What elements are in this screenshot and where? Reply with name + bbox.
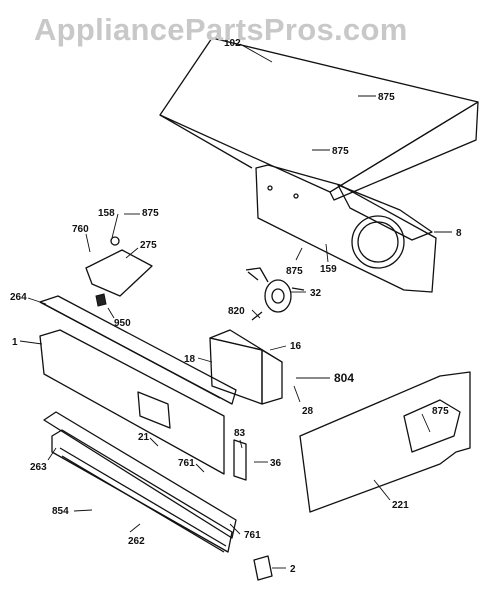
spacer-83 bbox=[233, 439, 247, 481]
callout-875: 875 bbox=[432, 406, 449, 417]
callout-875: 875 bbox=[332, 146, 349, 157]
leader-lines bbox=[19, 43, 452, 569]
fan-motor-assembly bbox=[245, 267, 305, 321]
callout-264: 264 bbox=[10, 292, 27, 303]
top-trim-strip bbox=[39, 295, 237, 405]
callout-1: 1 bbox=[12, 337, 18, 348]
callout-275: 275 bbox=[140, 240, 157, 251]
foot-2 bbox=[253, 555, 273, 581]
control-panel bbox=[39, 329, 225, 475]
callout-950: 950 bbox=[114, 318, 131, 329]
lower-vent-assembly bbox=[43, 411, 237, 553]
callout-18: 18 bbox=[184, 354, 196, 365]
callout-2: 2 bbox=[290, 564, 296, 575]
callout-761: 761 bbox=[244, 530, 261, 541]
control-board bbox=[209, 329, 283, 405]
callout-221: 221 bbox=[392, 500, 409, 511]
callout-875: 875 bbox=[378, 92, 395, 103]
callout-761: 761 bbox=[178, 458, 195, 469]
callout-21: 21 bbox=[138, 432, 150, 443]
callout-labels: 102 875 875 158 875 760 275 264 950 1 87… bbox=[10, 38, 462, 575]
top-cover-panel bbox=[159, 37, 479, 201]
bracket-plate bbox=[85, 249, 153, 297]
callout-820: 820 bbox=[228, 306, 245, 317]
callout-16: 16 bbox=[290, 341, 302, 352]
callout-760: 760 bbox=[72, 224, 89, 235]
callout-875: 875 bbox=[142, 208, 159, 219]
callout-102: 102 bbox=[224, 38, 241, 49]
callout-854: 854 bbox=[52, 506, 69, 517]
callout-36: 36 bbox=[270, 458, 282, 469]
callout-28: 28 bbox=[302, 406, 314, 417]
callout-32: 32 bbox=[310, 288, 322, 299]
side-bracket bbox=[299, 371, 471, 513]
callout-804: 804 bbox=[334, 371, 354, 385]
callout-263: 263 bbox=[30, 462, 47, 473]
callout-83: 83 bbox=[234, 428, 246, 439]
back-panel bbox=[255, 164, 437, 293]
callout-262: 262 bbox=[128, 536, 145, 547]
knob-950 bbox=[95, 293, 107, 307]
callout-8: 8 bbox=[456, 228, 462, 239]
callout-159: 159 bbox=[320, 264, 337, 275]
switch-158 bbox=[110, 236, 120, 246]
callout-158: 158 bbox=[98, 208, 115, 219]
callout-875: 875 bbox=[286, 266, 303, 277]
watermark: AppliancePartsPros.com bbox=[34, 12, 408, 47]
